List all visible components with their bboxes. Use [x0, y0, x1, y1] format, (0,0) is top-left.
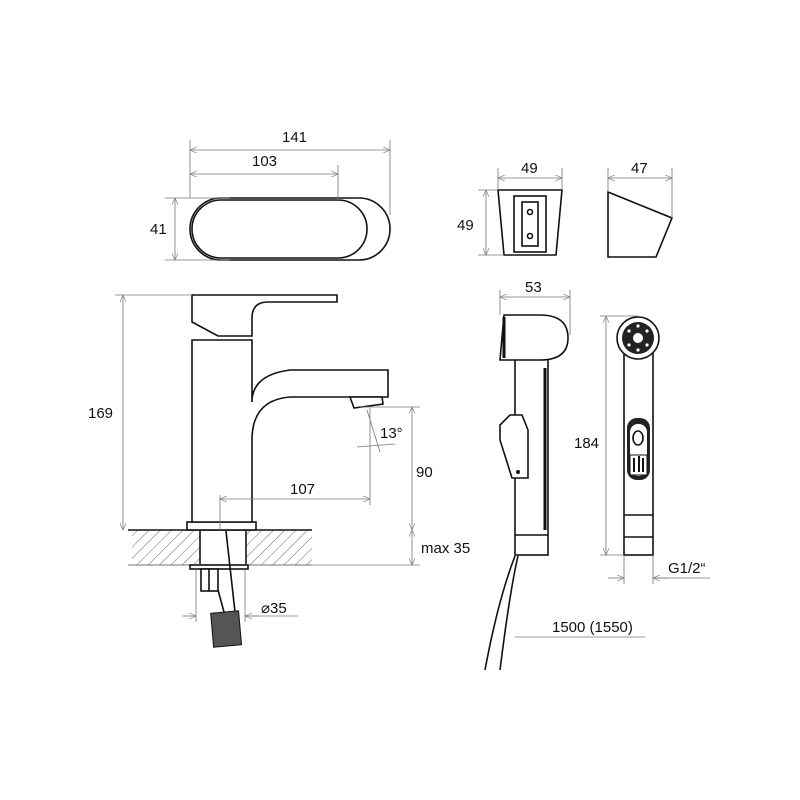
shower-hose	[484, 555, 519, 671]
dim-13-degrees: 13°	[380, 425, 403, 442]
dim-holder-height: 49	[457, 217, 474, 234]
dim-184: 184	[574, 435, 599, 452]
aerator	[348, 396, 384, 409]
shower-head	[499, 314, 569, 361]
dim-141: 141	[282, 129, 307, 146]
dim-thread: G1/2“	[668, 560, 706, 577]
holder-front	[497, 189, 563, 256]
dim-hole-diameter: ⌀35	[261, 600, 287, 617]
faucet-handle	[191, 294, 338, 337]
hand-shower-side: 53 1500 (1550)	[484, 279, 645, 671]
hand-shower-front: 184 G1/2“	[574, 316, 710, 584]
faucet-body	[191, 339, 389, 523]
hose-connector	[210, 610, 243, 648]
dim-max-35: max 35	[421, 540, 470, 557]
dim-90: 90	[416, 464, 433, 481]
dim-holder-width: 49	[521, 160, 538, 177]
dim-169: 169	[88, 405, 113, 422]
dim-hose-length: 1500 (1550)	[552, 619, 633, 636]
top-view-handle	[191, 199, 368, 259]
holder-side	[607, 190, 674, 258]
base-plate	[186, 521, 257, 531]
dim-103: 103	[252, 153, 277, 170]
trigger	[499, 414, 529, 479]
dim-holder-depth: 47	[631, 160, 648, 177]
dim-53: 53	[525, 279, 542, 296]
top-view: 141 103 41	[150, 129, 391, 261]
dim-107: 107	[290, 481, 315, 498]
holder-views: 49 49 47	[457, 160, 674, 258]
faucet-side-view: 169 107 13° 90 max 35 ⌀35	[88, 294, 470, 648]
dim-41: 41	[150, 221, 167, 238]
top-view-outline	[189, 197, 391, 261]
